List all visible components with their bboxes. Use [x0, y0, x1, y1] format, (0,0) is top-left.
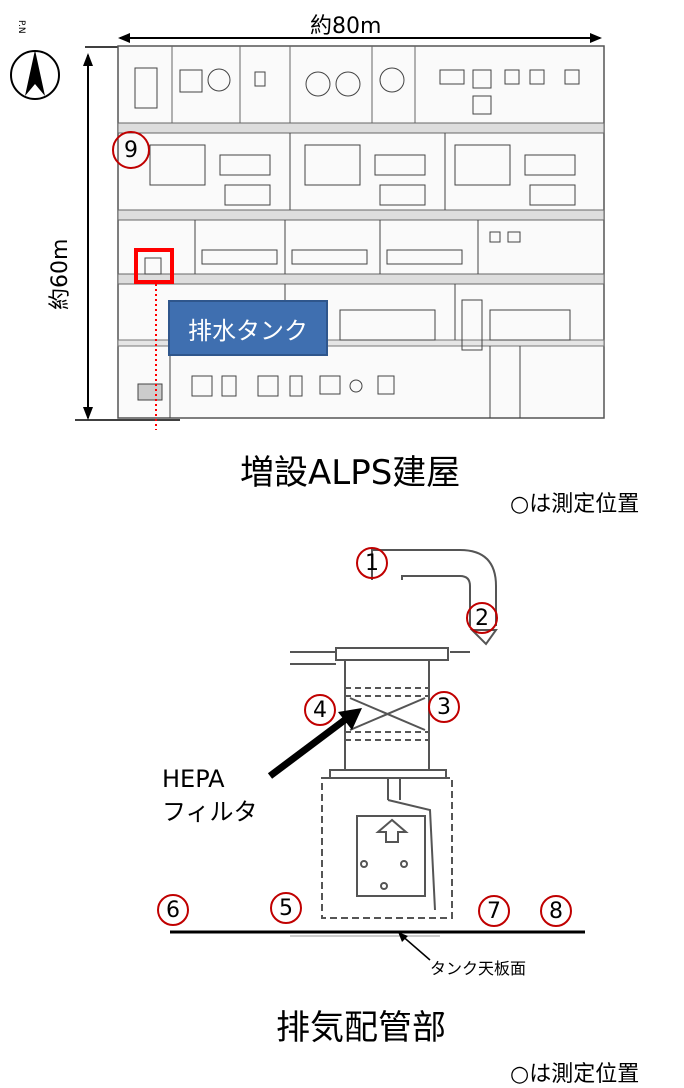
- measurement-marker-3: 3: [428, 691, 460, 723]
- building-caption: 増設ALPS建屋: [240, 453, 461, 493]
- building-plan-drawing: [10, 33, 605, 430]
- north-label: P.N: [16, 20, 26, 34]
- drain-tank-label: 排水タンク: [168, 300, 328, 356]
- measurement-marker-6: 6: [157, 894, 189, 926]
- measurement-marker-7: 7: [478, 895, 510, 927]
- measurement-marker-2: 2: [466, 602, 498, 634]
- legend-bottom: ○は測定位置: [510, 1062, 640, 1087]
- height-label: 約60m: [48, 238, 73, 310]
- measurement-marker-1: 1: [356, 547, 388, 579]
- measurement-marker-8: 8: [540, 895, 572, 927]
- measurement-marker-5: 5: [270, 892, 302, 924]
- legend-top: ○は測定位置: [510, 492, 640, 517]
- exhaust-caption: 排気配管部: [276, 1008, 446, 1048]
- hepa-filter-label-line1: HEPA: [162, 765, 225, 793]
- tank-location-highlight: [134, 248, 174, 284]
- measurement-marker-4: 4: [304, 694, 336, 726]
- tank-top-label: タンク天板面: [430, 959, 527, 978]
- hepa-filter-label-line2: フィルタ: [162, 798, 258, 826]
- width-label: 約80m: [310, 14, 382, 39]
- measurement-marker-9: 9: [112, 131, 150, 169]
- north-arrow-icon: [10, 50, 60, 100]
- exhaust-pipe-drawing: [170, 549, 585, 961]
